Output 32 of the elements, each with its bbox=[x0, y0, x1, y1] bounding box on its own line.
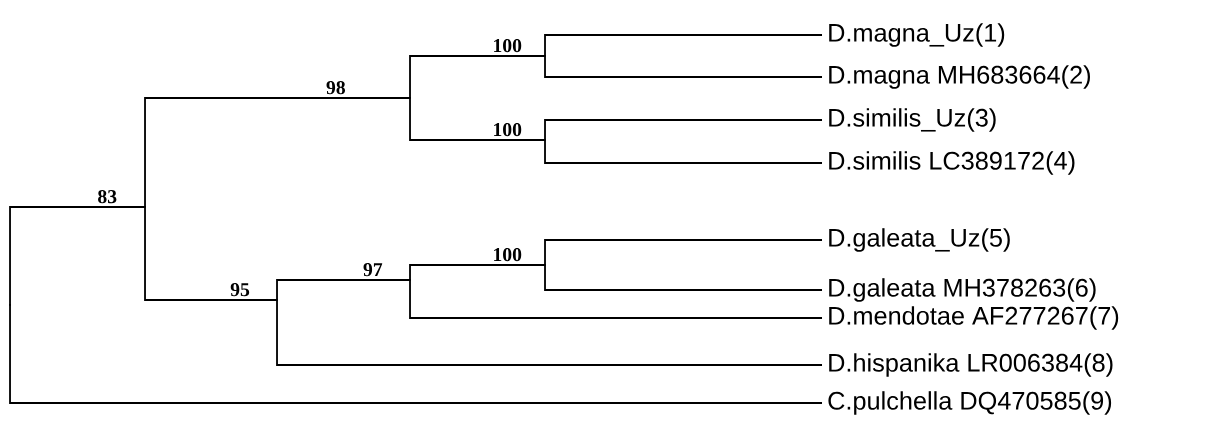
bootstrap-value: 98 bbox=[326, 81, 345, 95]
tree-branch bbox=[9, 304, 823, 404]
leaf-label: D.galeata MH378263(6) bbox=[829, 278, 1096, 302]
bootstrap-value: 83 bbox=[98, 189, 117, 204]
leaf-label: D.similis LC389172(4) bbox=[829, 151, 1075, 175]
bootstrap-value: 100 bbox=[494, 247, 522, 262]
tree-branch bbox=[409, 264, 546, 281]
tree-branch bbox=[544, 119, 823, 141]
tree-branch bbox=[544, 139, 823, 164]
tree-branch bbox=[544, 264, 823, 291]
leaf-label: D.similis_Uz(3) bbox=[829, 108, 996, 132]
leaf-label: D.magna_Uz(1) bbox=[829, 23, 1005, 47]
tree-branch bbox=[9, 206, 146, 306]
tree-branch bbox=[144, 206, 278, 301]
tree-branch bbox=[544, 55, 823, 78]
tree-branch bbox=[409, 279, 823, 319]
leaf-label: C.pulchella DQ470585(9) bbox=[828, 391, 1112, 415]
bootstrap-value: 100 bbox=[494, 122, 522, 137]
tree-branch bbox=[276, 299, 823, 366]
tree-branch bbox=[144, 97, 411, 208]
bootstrap-value: 97 bbox=[363, 263, 383, 277]
tree-branch bbox=[544, 239, 823, 266]
tree-branch bbox=[544, 34, 823, 57]
leaf-label: D.galeata_Uz(5) bbox=[829, 228, 1010, 252]
tree-branch bbox=[276, 279, 411, 301]
leaf-label: D.magna MH683664(2) bbox=[829, 65, 1090, 89]
leaf-label: D.mendotae AF277267(7) bbox=[829, 306, 1119, 330]
bootstrap-value: 100 bbox=[494, 39, 522, 53]
leaf-label: D.hispanika LR006384(8) bbox=[829, 353, 1113, 377]
tree-branch bbox=[409, 97, 546, 141]
bootstrap-value: 95 bbox=[230, 283, 250, 297]
tree-branch bbox=[409, 55, 546, 99]
